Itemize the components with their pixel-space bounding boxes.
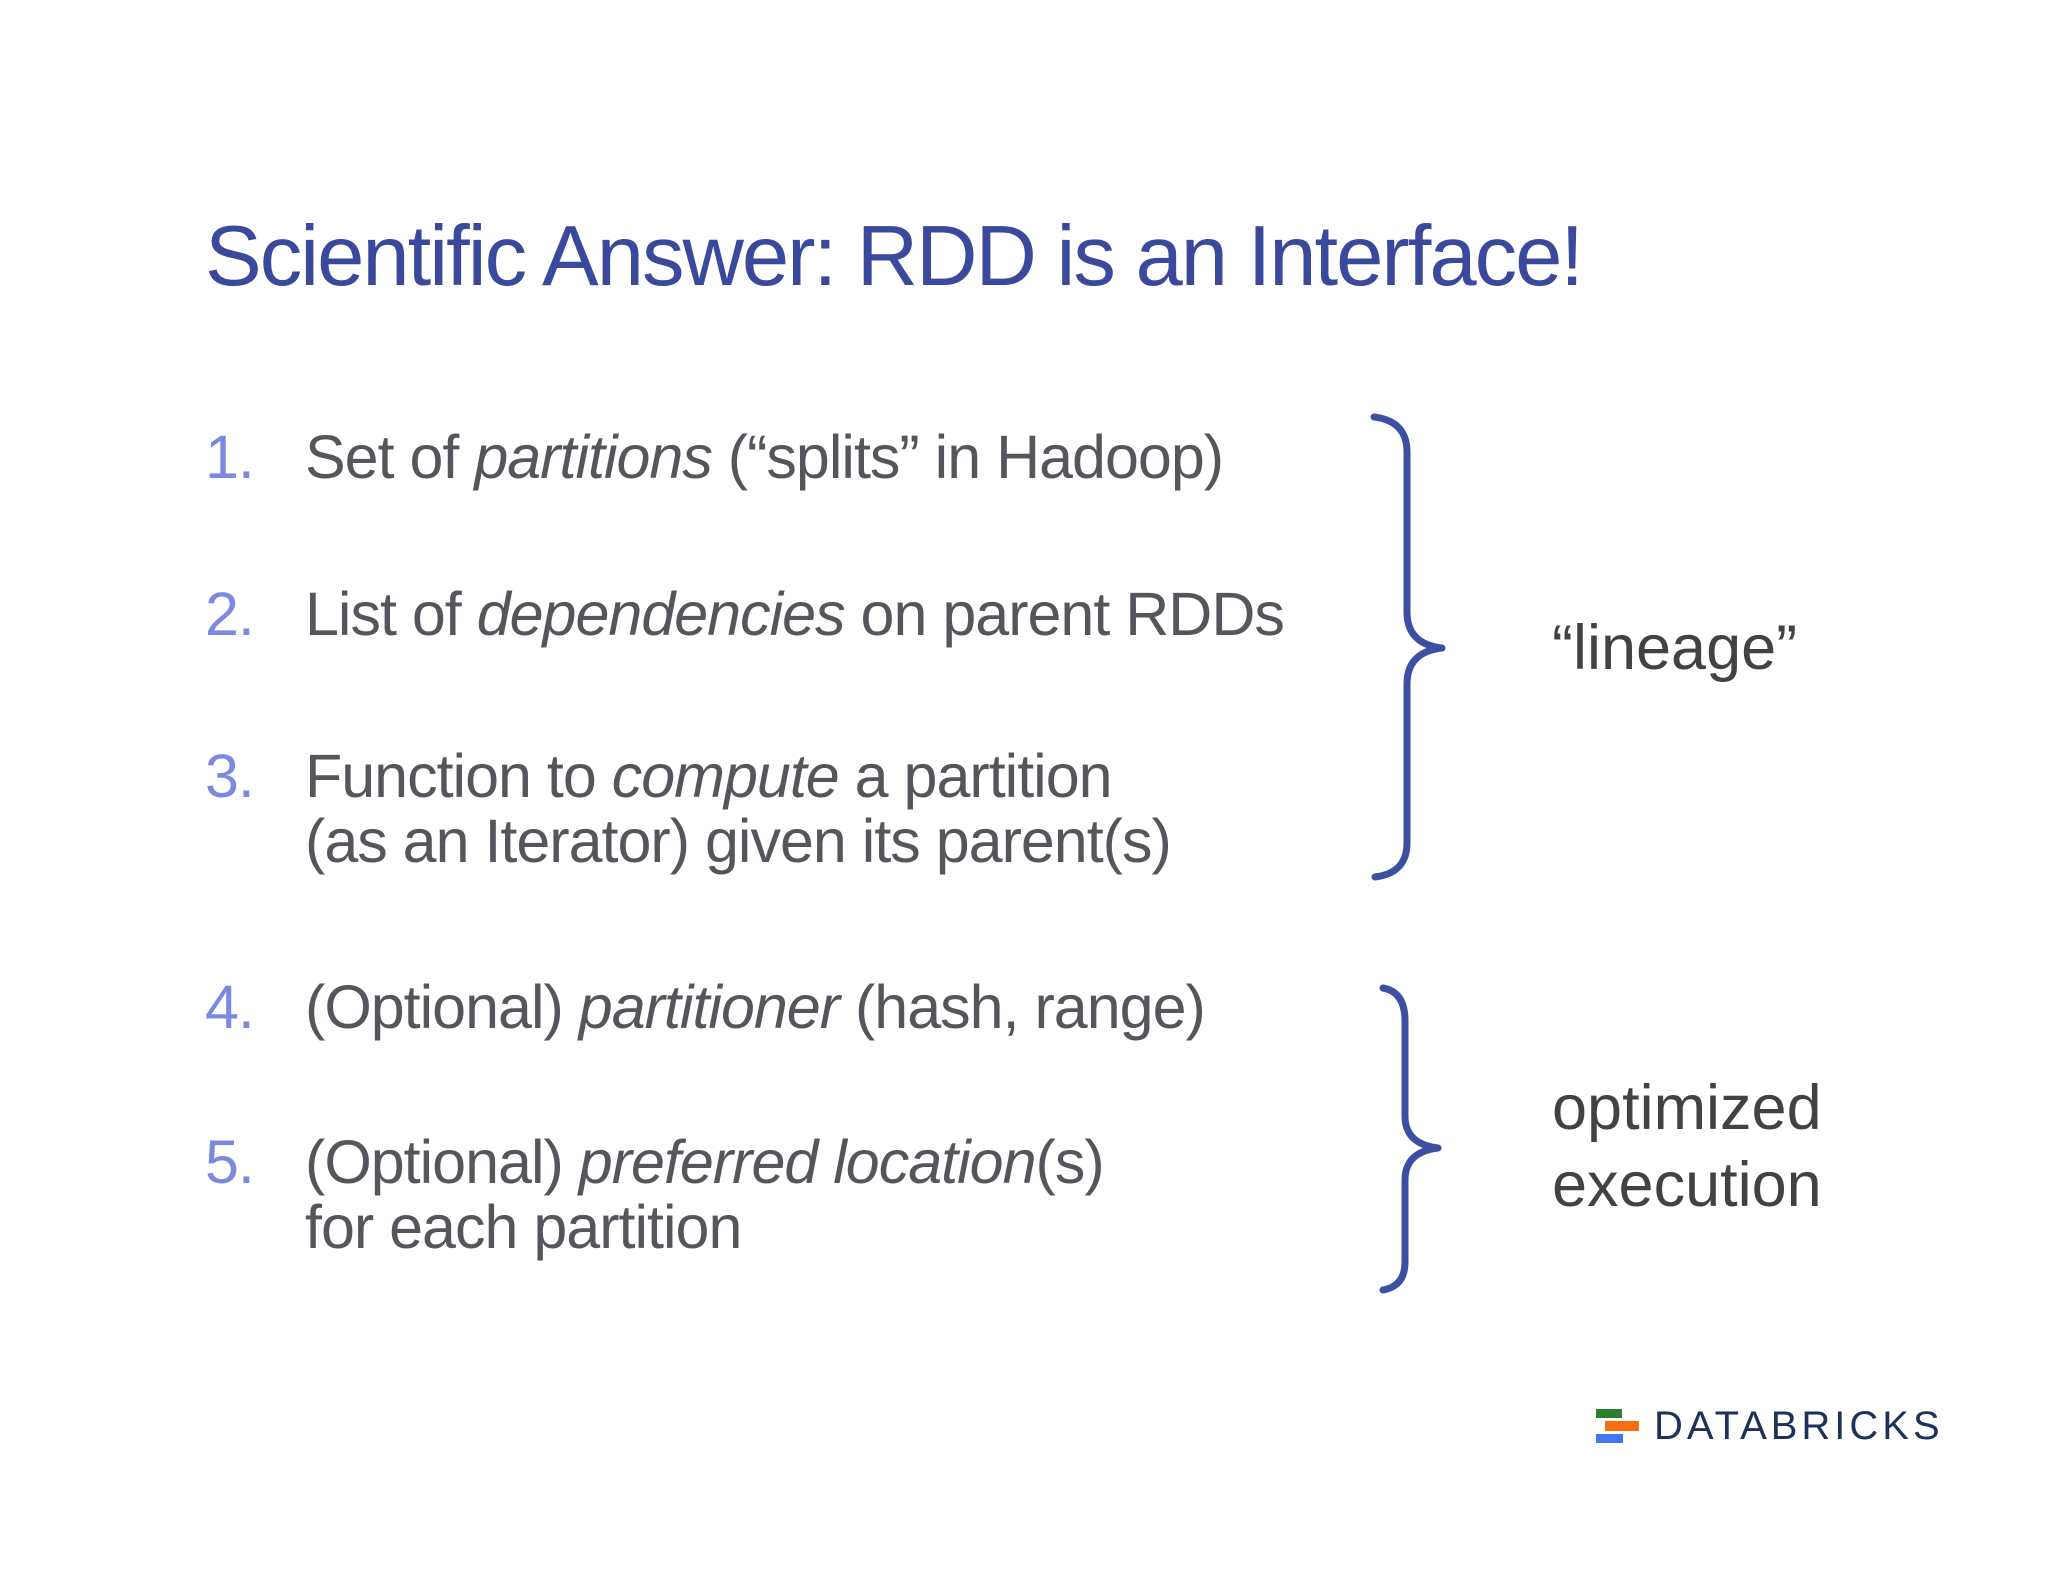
text-segment: on parent RDDs bbox=[844, 580, 1285, 648]
text-segment: a partition (as an Iterator) given its p… bbox=[305, 742, 1172, 875]
list-item-text: (Optional) partitioner (hash, range) bbox=[305, 973, 1206, 1041]
text-segment: (Optional) bbox=[305, 973, 579, 1041]
text-segment: (s) for each partition bbox=[305, 1128, 1105, 1261]
list-item-number: 1. bbox=[205, 423, 255, 491]
list-item-text: (Optional) preferred location(s) for eac… bbox=[305, 1128, 1105, 1261]
text-segment-italic: partitioner bbox=[578, 973, 840, 1041]
lineage-brace bbox=[1370, 413, 1446, 881]
logo-bar-green bbox=[1596, 1409, 1622, 1418]
list-item-1: 1. Set of partitions (“splits” in Hadoop… bbox=[205, 423, 1224, 491]
list-item-4: 4. (Optional) partitioner (hash, range) bbox=[205, 973, 1206, 1041]
text-segment-italic: compute bbox=[611, 742, 840, 810]
list-item-number: 4. bbox=[205, 973, 255, 1041]
databricks-logo-icon bbox=[1594, 1404, 1644, 1448]
list-item-text: Set of partitions (“splits” in Hadoop) bbox=[305, 423, 1224, 491]
logo-bar-orange bbox=[1605, 1421, 1639, 1431]
text-segment: (Optional) bbox=[305, 1128, 579, 1196]
text-segment-italic: preferred location bbox=[578, 1128, 1037, 1196]
databricks-logo-text: DATABRICKS bbox=[1654, 1403, 1944, 1448]
optimized-execution-brace bbox=[1379, 984, 1442, 1294]
list-item-number: 3. bbox=[205, 742, 255, 810]
slide-title: Scientific Answer: RDD is an Interface! bbox=[205, 209, 1584, 304]
text-segment-italic: partitions bbox=[474, 423, 713, 491]
text-segment: Set of bbox=[305, 423, 475, 491]
text-segment-italic: dependencies bbox=[476, 580, 846, 648]
lineage-label: “lineage” bbox=[1552, 613, 1798, 683]
logo-bar-blue bbox=[1596, 1434, 1623, 1443]
text-segment: Function to bbox=[305, 742, 612, 810]
list-item-3: 3. Function to compute a partition (as a… bbox=[205, 742, 1172, 875]
list-item-text: List of dependencies on parent RDDs bbox=[305, 580, 1285, 648]
list-item-text: Function to compute a partition (as an I… bbox=[305, 742, 1172, 875]
list-item-number: 5. bbox=[205, 1128, 255, 1196]
list-item-number: 2. bbox=[205, 580, 255, 648]
databricks-logo: DATABRICKS bbox=[1594, 1402, 1944, 1450]
text-segment: List of bbox=[305, 580, 477, 648]
optimized-execution-label: optimized execution bbox=[1552, 1073, 1822, 1220]
text-segment: (“splits” in Hadoop) bbox=[711, 423, 1224, 491]
list-item-5: 5. (Optional) preferred location(s) for … bbox=[205, 1128, 1105, 1261]
text-segment: (hash, range) bbox=[839, 973, 1206, 1041]
list-item-2: 2. List of dependencies on parent RDDs bbox=[205, 580, 1285, 648]
